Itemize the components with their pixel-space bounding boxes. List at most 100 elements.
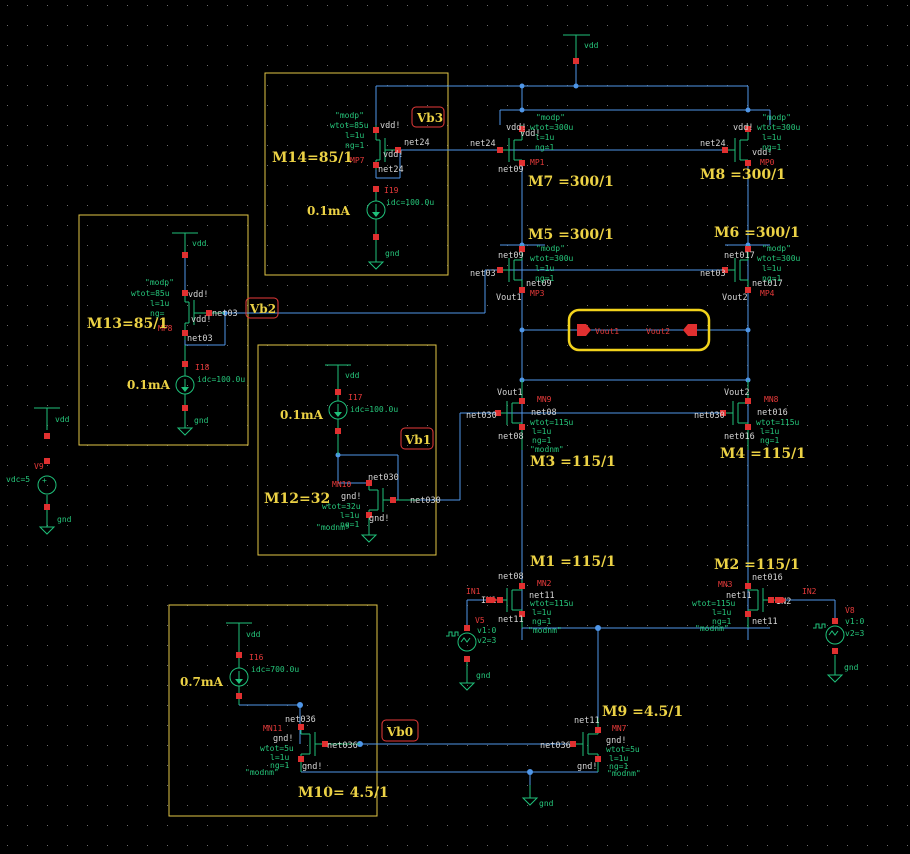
- svg-text:net03: net03: [470, 269, 496, 279]
- svg-text:l=1u: l=1u: [760, 427, 779, 436]
- svg-text:net03: net03: [700, 269, 726, 279]
- m14-size: M14=85/1: [272, 150, 353, 166]
- m10-size: M10= 4.5/1: [298, 785, 389, 801]
- vout-highlight: Vout1 Vout2: [567, 308, 711, 352]
- svg-text:net030: net030: [368, 473, 399, 483]
- m9-size: M9 =4.5/1: [602, 704, 683, 720]
- transistor-mp4: net017 net017 net03 Vout2 "modp" wtot=30…: [700, 244, 801, 303]
- svg-text:ng=1: ng=1: [340, 520, 359, 529]
- i19-name: I19: [384, 186, 399, 195]
- svg-text:l=1u: l=1u: [535, 264, 554, 273]
- svg-text:ng=: ng=: [150, 309, 165, 318]
- svg-text:net030: net030: [466, 411, 497, 421]
- svg-text:"modp": "modp": [335, 111, 364, 120]
- gnd-label: gnd: [476, 671, 491, 680]
- source-v5: V5 v1:0 v2=3: [446, 616, 496, 662]
- svg-text:MN8: MN8: [764, 395, 779, 404]
- svg-text:net036: net036: [327, 741, 358, 751]
- svg-text:wtot=85u: wtot=85u: [330, 121, 369, 130]
- svg-text:net016: net016: [752, 573, 783, 583]
- svg-text:wtot=5u: wtot=5u: [260, 744, 294, 753]
- svg-text:"modnm": "modnm": [528, 626, 562, 635]
- gnd-v5: gnd: [458, 660, 491, 691]
- svg-text:ng=1: ng=1: [609, 762, 628, 771]
- m3-size: M3 =115/1: [530, 454, 616, 470]
- v5-v1: v1:0: [477, 626, 496, 635]
- gnd-i18: gnd: [176, 410, 209, 436]
- tag-vb3: Vb3: [411, 106, 445, 128]
- m1-size: M1 =115/1: [530, 554, 616, 570]
- svg-text:net03: net03: [187, 334, 213, 344]
- i18-param: idc=100.0u: [197, 375, 245, 384]
- in1-label: IN1: [466, 587, 481, 596]
- svg-text:vdd!: vdd!: [506, 123, 526, 133]
- svg-text:+: +: [42, 476, 47, 485]
- gnd-m12: [360, 520, 378, 543]
- vdd-label: vdd: [345, 371, 360, 380]
- vdd-m13-symbol: vdd: [172, 232, 207, 258]
- size-annotations: M14=85/1 M13=85/1 M12=32 M10= 4.5/1 M7 =…: [87, 150, 806, 801]
- svg-text:net016: net016: [724, 432, 755, 442]
- svg-text:net08: net08: [531, 408, 557, 418]
- gnd-v9: gnd: [38, 495, 72, 535]
- transistor-mn8: Vout2 net030 net016 net016 MN8 wtot=115u…: [694, 380, 800, 450]
- svg-text:net11: net11: [498, 615, 524, 625]
- gnd-label: gnd: [844, 663, 859, 672]
- svg-text:gnd!: gnd!: [577, 762, 597, 772]
- svg-text:net03: net03: [212, 309, 238, 319]
- svg-text:MP4: MP4: [760, 289, 775, 298]
- svg-text:gnd!: gnd!: [273, 734, 293, 744]
- svg-text:net016: net016: [757, 408, 788, 418]
- svg-text:net08: net08: [498, 572, 524, 582]
- svg-text:net09: net09: [498, 165, 524, 175]
- svg-text:wtot=5u: wtot=5u: [606, 745, 640, 754]
- v9-param: vdc=5: [6, 475, 30, 484]
- svg-text:ng=1: ng=1: [532, 436, 551, 445]
- svg-text:wtot=300u: wtot=300u: [530, 254, 574, 263]
- svg-text:wtot=115u: wtot=115u: [530, 418, 574, 427]
- v9-name: V9: [34, 462, 44, 471]
- vdd-label: vdd: [584, 41, 599, 50]
- gnd-symbols: gnd gnd gnd gnd gnd gnd: [38, 245, 859, 808]
- svg-text:MN3: MN3: [718, 580, 733, 589]
- transistor-mn11: MN11 net036 gnd! wtot=5u l=1u ng=1 "modn…: [245, 715, 360, 777]
- tag-vb1: Vb1: [400, 427, 434, 450]
- svg-text:"modp": "modp": [145, 278, 174, 287]
- svg-text:net030: net030: [410, 496, 441, 506]
- isource-i19: I19 idc=100.0u 0.1mA: [307, 186, 434, 245]
- svg-text:MP1: MP1: [530, 158, 545, 167]
- isource-i16: I16 idc=700.0u 0.7mA: [180, 650, 299, 705]
- vdd-label: vdd: [55, 415, 70, 424]
- m8-size: M8 =300/1: [700, 167, 786, 183]
- svg-text:net11: net11: [529, 591, 555, 601]
- i16-param: idc=700.0u: [251, 665, 299, 674]
- svg-text:wtot=115u: wtot=115u: [530, 599, 574, 608]
- svg-text:gnd!: gnd!: [302, 762, 322, 772]
- svg-text:net09: net09: [526, 279, 552, 289]
- svg-text:net030: net030: [694, 411, 725, 421]
- transistor-mp0: vdd! vdd! net24 "modp" wtot=300u l=1u ng…: [700, 113, 801, 167]
- transistor-mn7: net11 MN7 gnd! wtot=5u l=1u ng=1 "modnm"…: [540, 716, 641, 778]
- svg-text:ng=1: ng=1: [535, 143, 554, 152]
- svg-text:"modnm": "modnm": [695, 624, 729, 633]
- svg-text:l=1u: l=1u: [532, 427, 551, 436]
- isource-i18: I18 idc=100.0u 0.1mA: [127, 345, 245, 411]
- svg-text:"modnm": "modnm": [530, 445, 564, 454]
- gnd-label: gnd: [385, 249, 400, 258]
- bias-group-boxes: [78, 72, 449, 817]
- svg-text:net24: net24: [700, 139, 726, 149]
- m10-bias-box: [168, 604, 378, 817]
- i18-current-label: 0.1mA: [127, 378, 171, 392]
- isource-i17: I17 idc=100.0u 0.1mA: [280, 389, 398, 455]
- i17-param: idc=100.0u: [350, 405, 398, 414]
- svg-text:vdd!: vdd!: [380, 121, 400, 131]
- gnd-main: gnd: [521, 785, 554, 808]
- bias-tags: Vb3 Vb2 Vb1 Vb0: [245, 106, 445, 742]
- v8-v1: v1:0: [845, 617, 864, 626]
- svg-text:MN9: MN9: [537, 395, 552, 404]
- svg-text:vdd!: vdd!: [383, 150, 403, 160]
- svg-text:gnd!: gnd!: [369, 514, 389, 524]
- svg-text:net09: net09: [498, 251, 524, 261]
- svg-text:vdd!: vdd!: [188, 290, 208, 300]
